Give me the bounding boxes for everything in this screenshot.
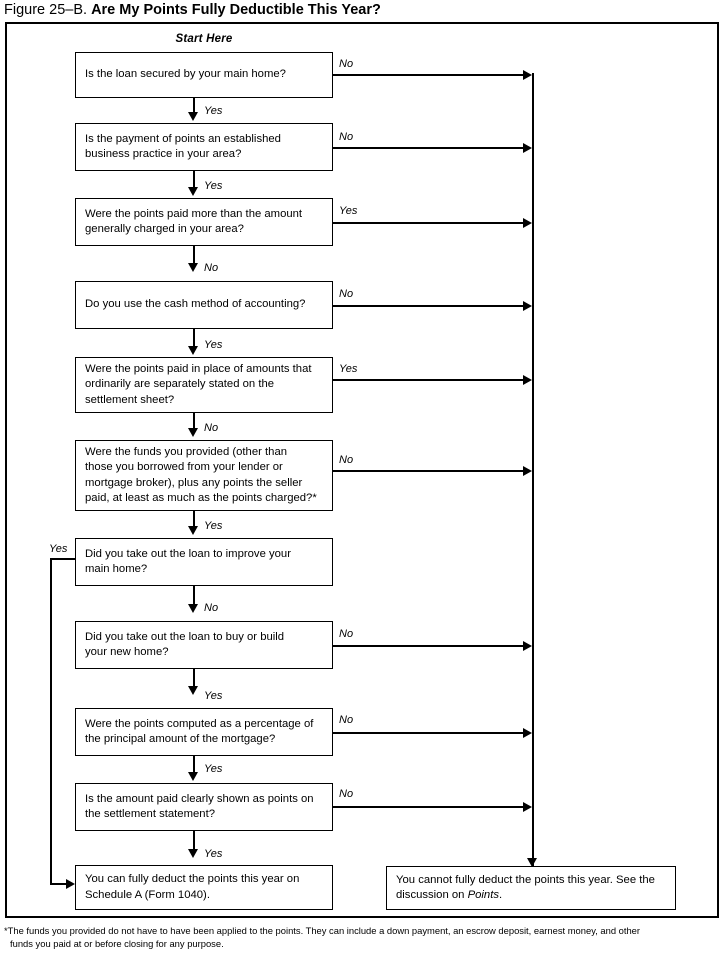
q6-yes-arrowhead — [188, 526, 198, 535]
q2-yes-line — [193, 171, 195, 189]
node-q9-text: Were the points computed as a percentage… — [85, 717, 314, 745]
q1-yes-line — [193, 98, 195, 114]
outcome-not-deductible-text: You cannot fully deduct the points this … — [396, 873, 655, 904]
q6-no-arrowhead — [523, 466, 532, 476]
q5-yes-line — [333, 379, 526, 381]
q5-yes-label: Yes — [339, 363, 358, 375]
q3-no-label: No — [204, 262, 219, 274]
node-q10[interactable]: Is the amount paid clearly shown as poin… — [75, 783, 333, 831]
q4-no-label: No — [339, 288, 354, 300]
q10-no-line — [333, 806, 526, 808]
q8-no-line — [333, 645, 526, 647]
q9-yes-line — [193, 756, 195, 774]
q10-no-label: No — [339, 788, 354, 800]
footnote-line-2: funds you paid at or before closing for … — [10, 937, 224, 949]
footnote: *The funds you provided do not have to h… — [4, 925, 720, 950]
node-q7[interactable]: Did you take out the loan to improve you… — [75, 538, 333, 586]
q5-yes-arrowhead — [523, 375, 532, 385]
q7-yes-label: Yes — [49, 543, 68, 555]
q5-no-arrowhead — [188, 428, 198, 437]
q10-yes-line — [193, 831, 195, 851]
node-q1-text: Is the loan secured by your main home? — [85, 68, 286, 81]
q4-yes-label: Yes — [204, 339, 223, 351]
node-q7-text: Did you take out the loan to improve you… — [85, 547, 291, 575]
q9-no-line — [333, 732, 526, 734]
q8-yes-label: Yes — [204, 690, 223, 702]
figure-title-text: Are My Points Fully Deductible This Year… — [91, 2, 381, 18]
q5-no-label: No — [204, 422, 219, 434]
right-rail-line — [532, 73, 534, 868]
node-q4-text: Do you use the cash method of accounting… — [85, 298, 306, 311]
q6-yes-label: Yes — [204, 520, 223, 532]
outcome-not-deductible[interactable]: You cannot fully deduct the points this … — [386, 866, 676, 910]
outcome-deductible[interactable]: You can fully deduct the points this yea… — [75, 865, 333, 910]
q2-yes-arrowhead — [188, 187, 198, 196]
q9-yes-arrowhead — [188, 772, 198, 781]
q8-yes-arrowhead — [188, 686, 198, 695]
node-q9[interactable]: Were the points computed as a percentage… — [75, 708, 333, 756]
q1-yes-arrowhead — [188, 112, 198, 121]
q1-yes-label: Yes — [204, 105, 223, 117]
node-q1[interactable]: Is the loan secured by your main home? — [75, 52, 333, 98]
q6-yes-line — [193, 511, 195, 528]
q7-no-arrowhead — [188, 604, 198, 613]
q2-yes-label: Yes — [204, 180, 223, 192]
node-q3-text: Were the points paid more than the amoun… — [85, 207, 303, 235]
q7-yes-line-h2 — [50, 883, 68, 885]
node-q5-text: Were the points paid in place of amounts… — [85, 362, 312, 406]
q2-no-line — [333, 147, 526, 149]
node-q6[interactable]: Were the funds you provided (other than … — [75, 440, 333, 511]
node-q4[interactable]: Do you use the cash method of accounting… — [75, 281, 333, 329]
node-q3[interactable]: Were the points paid more than the amoun… — [75, 198, 333, 246]
q4-no-line — [333, 305, 526, 307]
q8-no-arrowhead — [523, 641, 532, 651]
q9-yes-label: Yes — [204, 763, 223, 775]
node-q5[interactable]: Were the points paid in place of amounts… — [75, 357, 333, 413]
q9-no-label: No — [339, 714, 354, 726]
q4-yes-line — [193, 329, 195, 348]
start-here-label: Start Here — [175, 33, 233, 45]
figure-number: Figure 25–B. — [4, 2, 88, 18]
q6-no-label: No — [339, 454, 354, 466]
node-q2[interactable]: Is the payment of points an established … — [75, 123, 333, 171]
q2-no-arrowhead — [523, 143, 532, 153]
q3-yes-line — [333, 222, 526, 224]
outcome-not-deductible-pre: You cannot fully deduct the points this … — [396, 873, 655, 901]
outcome-not-deductible-post: . — [499, 889, 503, 901]
node-q8-text: Did you take out the loan to buy or buil… — [85, 630, 285, 658]
q10-yes-label: Yes — [204, 848, 223, 860]
q4-yes-arrowhead — [188, 346, 198, 355]
q7-no-label: No — [204, 602, 219, 614]
q10-yes-arrowhead — [188, 849, 198, 858]
node-q6-text: Were the funds you provided (other than … — [85, 445, 317, 504]
q3-yes-label: Yes — [339, 205, 358, 217]
node-q2-text: Is the payment of points an established … — [85, 132, 281, 160]
footnote-line-1: *The funds you provided do not have to h… — [4, 925, 641, 936]
node-q8[interactable]: Did you take out the loan to buy or buil… — [75, 621, 333, 669]
q1-no-label: No — [339, 58, 354, 70]
q8-no-label: No — [339, 628, 354, 640]
q1-no-arrowhead — [523, 70, 532, 80]
q1-no-line — [333, 74, 526, 76]
q7-yes-line-v — [50, 558, 52, 884]
q7-yes-arrowhead — [66, 879, 75, 889]
q3-no-line — [193, 246, 195, 265]
q4-no-arrowhead — [523, 301, 532, 311]
q3-no-arrowhead — [188, 263, 198, 272]
q7-yes-line-h — [50, 558, 76, 560]
q2-no-label: No — [339, 131, 354, 143]
q7-no-line — [193, 586, 195, 606]
q9-no-arrowhead — [523, 728, 532, 738]
right-rail-arrowhead — [527, 858, 537, 867]
node-q10-text: Is the amount paid clearly shown as poin… — [85, 792, 314, 820]
q3-yes-arrowhead — [523, 218, 532, 228]
q6-no-line — [333, 470, 526, 472]
q8-yes-line — [193, 669, 195, 688]
outcome-deductible-text: You can fully deduct the points this yea… — [85, 873, 300, 901]
q5-no-line — [193, 413, 195, 430]
q10-no-arrowhead — [523, 802, 532, 812]
outcome-not-deductible-emphasis: Points — [467, 889, 499, 901]
figure-title: Figure 25–B. Are My Points Fully Deducti… — [4, 2, 381, 18]
